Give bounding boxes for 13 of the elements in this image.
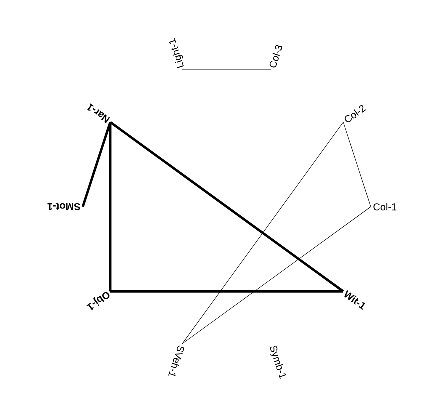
connector-line	[182, 206, 372, 344]
node-label: Light-1	[168, 38, 184, 68]
node-label: Col-3	[270, 45, 282, 68]
node-label: SVeh-1	[168, 346, 184, 376]
node-label: Col-1	[374, 203, 397, 211]
connector-line	[182, 122, 344, 344]
connector-line	[343, 122, 372, 208]
node-label: SMot-1	[48, 203, 81, 211]
connector-line	[109, 122, 112, 292]
connector-line	[110, 290, 344, 293]
node-label: Symb-1	[270, 346, 286, 380]
connector-line	[110, 121, 344, 293]
connector-line	[82, 122, 112, 208]
